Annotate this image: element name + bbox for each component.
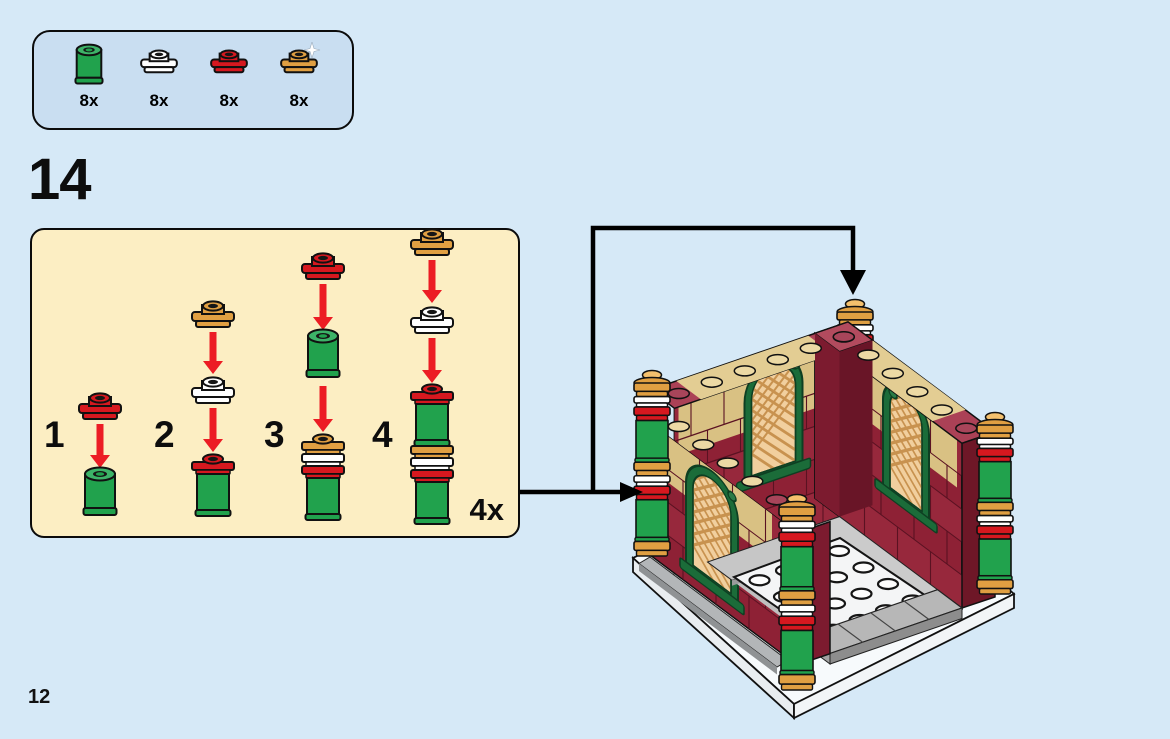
parts-callout: 8x 8x 8x 8x [32,30,354,130]
sidewalk [638,556,789,675]
red-round-plate-icon [210,49,248,74]
page-number: 12 [28,686,51,708]
model-illustration [520,225,1016,720]
part-white-round-plate: 8x [124,42,194,111]
wall-top-studs [667,331,978,506]
substeps-illustration [78,228,454,525]
part-red-round-plate: 8x [194,42,264,111]
part-gold-round-plate: 8x [264,42,334,111]
part-count: 8x [149,91,169,110]
front-corner-column [778,493,816,691]
white-round-plate-icon [140,49,178,74]
part-count: 8x [79,91,99,110]
part-count: 8x [289,91,309,110]
left-corner-column [633,369,671,557]
part-count: 8x [219,91,239,110]
assembly-panel: 1 2 3 4 4x [30,228,520,538]
gold-round-plate-icon [280,42,321,74]
arrow-right-icon [620,482,643,502]
green-round-brick-icon [74,43,104,85]
substep-4-label: 4 [372,414,393,455]
arrow-down-icon [840,270,866,295]
substep-1-label: 1 [44,414,65,455]
part-green-round-brick: 8x [54,42,124,111]
connector-arrows [520,225,866,502]
sparkle-icon [303,42,321,60]
step-number: 14 [28,147,92,212]
substep-3-label: 3 [264,414,285,455]
right-corner-column [976,411,1014,595]
substep-2-label: 2 [154,414,175,455]
quantity-multiplier: 4x [469,492,504,527]
